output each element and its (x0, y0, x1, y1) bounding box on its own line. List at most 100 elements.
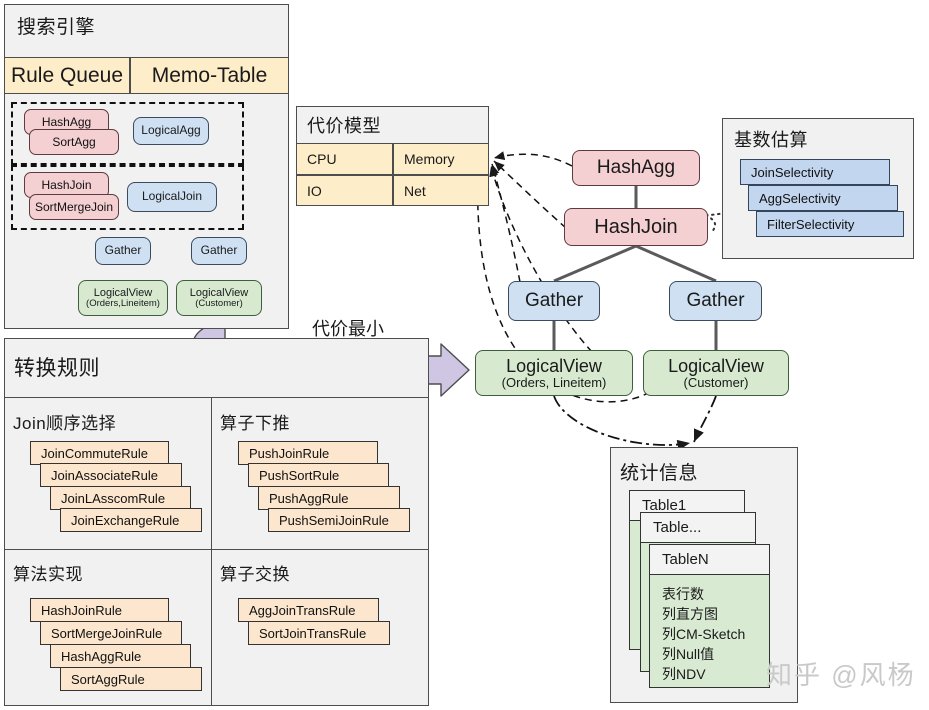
plan-node-hashagg-label: HashAgg (596, 157, 676, 179)
memo-physical-sortagg-label: SortAgg (52, 135, 96, 149)
memo-gather-left[interactable]: Gather (95, 237, 151, 265)
cardinality-item-join[interactable]: JoinSelectivity (740, 159, 890, 185)
memo-logical-agg-label: LogicalAgg (141, 123, 201, 138)
statistics-metric-3: 列Null值 (662, 645, 715, 662)
memo-physical-hashagg-label: HashAgg (41, 115, 92, 129)
rule-3-0[interactable]: AggJoinTransRule (238, 598, 379, 622)
rule-0-0-label: JoinCommuteRule (41, 445, 148, 461)
rule-3-0-label: AggJoinTransRule (249, 602, 356, 618)
plan-node-hashagg[interactable]: HashAgg (572, 150, 700, 186)
rule-group-3-title: 算子交换 (220, 565, 290, 584)
rule-1-1[interactable]: PushSortRule (248, 463, 389, 487)
rule-1-2[interactable]: PushAggRule (258, 486, 400, 510)
rule-1-0-label: PushJoinRule (249, 445, 330, 461)
memo-view-left[interactable]: LogicalView (Orders,Lineitem) (78, 280, 168, 316)
cost-model-cell-memory-label: Memory (404, 151, 455, 167)
memo-physical-sortmergejoin[interactable]: SortMergeJoin (29, 194, 119, 220)
rule-0-1-label: JoinAssociateRule (51, 467, 158, 483)
memo-group-agg (11, 102, 244, 165)
rule-2-0-label: HashJoinRule (41, 602, 122, 618)
cost-model-cell-memory[interactable]: Memory (393, 143, 489, 175)
search-engine-title: 搜索引擎 (17, 17, 96, 38)
plan-node-gather-right-label: Gather (686, 290, 745, 312)
transform-rules-middle-divider (4, 549, 429, 550)
memo-logical-agg[interactable]: LogicalAgg (133, 117, 209, 145)
plan-node-gather-left-label: Gather (524, 290, 584, 312)
memo-view-left-main: LogicalView (93, 286, 153, 299)
cardinality-title: 基数估算 (734, 130, 808, 150)
memo-view-right[interactable]: LogicalView (Customer) (176, 280, 262, 316)
cardinality-item-agg-label: AggSelectivity (759, 190, 841, 206)
memo-physical-hashjoin-label: HashJoin (41, 178, 92, 192)
cost-model-cell-net[interactable]: Net (393, 175, 489, 206)
rule-2-3[interactable]: SortAggRule (60, 667, 202, 691)
plan-node-view-right-sub: (Customer) (683, 374, 749, 390)
statistics-card-tabledots-name: Table... (641, 513, 755, 543)
statistics-card-tablen-name: TableN (650, 545, 769, 575)
cardinality-item-filter[interactable]: FilterSelectivity (756, 211, 904, 237)
statistics-card-tablen[interactable]: TableN 表行数 列直方图 列CM-Sketch 列Null值 列NDV (649, 544, 770, 688)
cost-model-cell-cpu-label: CPU (307, 151, 337, 167)
rule-0-2-label: JoinLAsscomRule (61, 490, 166, 506)
cardinality-item-agg[interactable]: AggSelectivity (748, 185, 898, 211)
plan-node-view-left[interactable]: LogicalView (Orders, Lineitem) (475, 350, 633, 396)
rule-1-3[interactable]: PushSemiJoinRule (268, 508, 410, 532)
cost-model-cell-cpu[interactable]: CPU (296, 143, 393, 175)
rule-0-3[interactable]: JoinExchangeRule (60, 508, 202, 532)
rule-3-1-label: SortJoinTransRule (259, 625, 367, 641)
rule-group-1-title: 算子下推 (220, 414, 290, 433)
plan-node-view-right[interactable]: LogicalView (Customer) (643, 350, 789, 396)
rule-0-3-label: JoinExchangeRule (71, 512, 180, 528)
rule-1-2-label: PushAggRule (269, 490, 349, 506)
cost-model-title: 代价模型 (307, 116, 381, 136)
rule-3-1[interactable]: SortJoinTransRule (248, 621, 390, 645)
transform-rules-vertical-divider (211, 397, 212, 706)
rule-group-0-title: Join顺序选择 (13, 414, 117, 433)
memo-view-right-main: LogicalView (189, 286, 249, 299)
statistics-links (553, 395, 717, 451)
transform-rules-title: 转换规则 (14, 357, 100, 380)
rule-2-0[interactable]: HashJoinRule (30, 598, 169, 622)
plan-node-view-left-main: LogicalView (506, 355, 602, 376)
plan-node-gather-right[interactable]: Gather (669, 281, 762, 321)
rule-2-1-label: SortMergeJoinRule (51, 625, 163, 641)
rule-1-1-label: PushSortRule (259, 467, 340, 483)
rule-1-3-label: PushSemiJoinRule (279, 512, 389, 528)
rule-0-2[interactable]: JoinLAsscomRule (50, 486, 191, 510)
memo-view-left-sub: (Orders,Lineitem) (86, 297, 160, 309)
transform-rules-header-divider (4, 397, 429, 398)
memo-logical-join-label: LogicalJoin (141, 189, 203, 204)
cost-model-cell-net-label: Net (404, 182, 426, 199)
memo-view-right-sub: (Customer) (195, 297, 243, 309)
min-cost-label: 代价最小 (312, 319, 384, 339)
plan-node-gather-left[interactable]: Gather (508, 281, 600, 321)
memo-physical-sortmergejoin-label: SortMergeJoin (34, 200, 114, 214)
rule-queue-label: Rule Queue (10, 63, 124, 87)
plan-node-view-right-main: LogicalView (668, 355, 764, 376)
rule-2-1[interactable]: SortMergeJoinRule (40, 621, 182, 645)
cost-model-cell-io-label: IO (307, 182, 322, 199)
rule-2-2-label: HashAggRule (61, 648, 142, 664)
statistics-metric-2: 列CM-Sketch (662, 625, 746, 642)
memo-physical-sortagg[interactable]: SortAgg (29, 129, 119, 155)
memo-group-join (11, 165, 244, 230)
memo-gather-right-label: Gather (200, 243, 238, 258)
statistics-title: 统计信息 (620, 463, 699, 484)
memo-table-cell[interactable]: Memo-Table (130, 57, 289, 94)
cost-model-cell-io[interactable]: IO (296, 175, 393, 206)
watermark: 知乎 @风杨 (766, 660, 916, 690)
rule-1-0[interactable]: PushJoinRule (238, 441, 378, 465)
rule-0-1[interactable]: JoinAssociateRule (40, 463, 182, 487)
memo-gather-right[interactable]: Gather (191, 237, 247, 265)
memo-gather-left-label: Gather (104, 243, 142, 258)
memo-logical-join[interactable]: LogicalJoin (127, 182, 217, 212)
plan-node-view-left-sub: (Orders, Lineitem) (501, 374, 607, 390)
rule-group-2-title: 算法实现 (13, 565, 83, 584)
rule-2-3-label: SortAggRule (71, 671, 145, 687)
plan-node-hashjoin[interactable]: HashJoin (564, 208, 708, 246)
rule-2-2[interactable]: HashAggRule (50, 644, 191, 668)
statistics-metric-4: 列NDV (662, 665, 706, 682)
rule-queue-cell[interactable]: Rule Queue (4, 57, 130, 94)
rule-0-0[interactable]: JoinCommuteRule (30, 441, 169, 465)
